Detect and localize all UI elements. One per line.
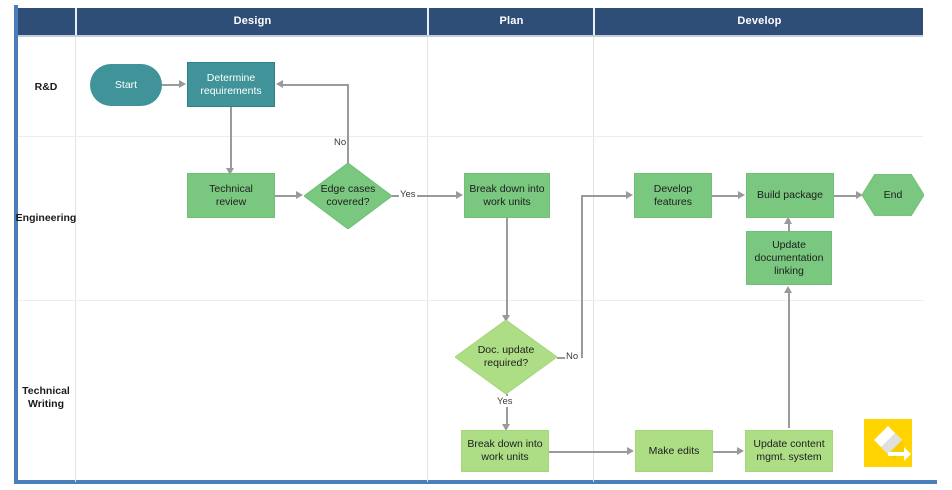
column-divider-3 (593, 37, 594, 482)
node-break-down-eng-line1: Break down into (469, 182, 545, 195)
node-update-doc-line1: Update (772, 238, 806, 251)
arrowhead-breakdown-to-docupdate (502, 315, 510, 322)
arrowhead-edgecases-yes (456, 191, 463, 199)
connector-docupdate-yes (506, 394, 508, 426)
connector-docupdate-no-horizontal-2 (581, 195, 628, 197)
node-end-label: End (883, 189, 903, 201)
column-divider-1 (75, 37, 76, 482)
node-doc-update-line2: required? (483, 357, 529, 369)
node-edge-cases-covered[interactable]: Edge cases covered? (304, 163, 392, 229)
edge-label-edgecases-yes: Yes (399, 189, 417, 200)
connector-start-to-determine (162, 84, 180, 86)
edge-label-docupdate-no: No (565, 351, 580, 362)
arrowhead-updatedoc-to-build (784, 217, 792, 224)
lane-label-technical-writing-line2: Writing (28, 398, 64, 410)
node-doc-update-required[interactable]: Doc. update required? (455, 320, 557, 394)
lane-divider-1 (18, 136, 923, 137)
node-make-edits[interactable]: Make edits (635, 430, 713, 472)
header-cell-develop: Develop (737, 15, 782, 27)
node-update-documentation-linking[interactable]: Update documentation linking (746, 231, 832, 285)
arrowhead-contentmgmt-to-updatedoc (784, 286, 792, 293)
node-build-package-label: Build package (757, 189, 823, 201)
arrowhead-makeedits-to-contentmgmt (737, 447, 744, 455)
connector-breakdowntw-to-makeedits (549, 451, 629, 453)
node-build-package[interactable]: Build package (746, 173, 834, 218)
node-start[interactable]: Start (90, 64, 162, 106)
arrowhead-docupdate-no (626, 191, 633, 199)
column-divider-2 (427, 37, 428, 482)
arrowhead-build-to-end (856, 191, 863, 199)
lucidchart-logo[interactable] (864, 419, 912, 467)
arrowhead-edgecases-no (276, 80, 283, 88)
arrowhead-determine-to-review (226, 168, 234, 175)
node-update-doc-line2: documentation (754, 251, 824, 264)
arrowhead-start-to-determine (179, 80, 186, 88)
connector-edgecases-yes (392, 195, 458, 197)
connector-build-to-end (834, 195, 858, 197)
lane-label-technical-writing-line1: Technical (22, 385, 70, 397)
node-break-down-tw-line1: Break down into (467, 438, 543, 450)
node-develop-features[interactable]: Develop features (634, 173, 712, 218)
hexagon-shape-end (862, 174, 924, 216)
lane-label-technical-writing: Technical Writing (11, 385, 81, 411)
header-cell-design: Design (233, 15, 272, 27)
node-make-edits-label: Make edits (648, 444, 700, 457)
node-technical-review[interactable]: Technical review (187, 173, 275, 218)
lucidchart-logo-icon (874, 426, 911, 461)
arrowhead-review-to-edgecases (296, 191, 303, 199)
node-edge-cases-label: Edge cases covered? (304, 163, 392, 229)
node-determine-requirements[interactable]: Determine requirements (187, 62, 275, 107)
connector-edgecases-no-vertical (347, 84, 349, 164)
node-update-content-mgmt-system[interactable]: Update content mgmt. system (745, 430, 833, 472)
header-underline (18, 35, 923, 37)
connector-updatedoc-to-build (788, 219, 790, 232)
node-break-down-work-units-engineering[interactable]: Break down into work units (464, 173, 550, 218)
node-update-doc-line3: linking (774, 264, 804, 277)
node-doc-update-line1: Doc. update (477, 344, 535, 356)
node-update-content-line2: mgmt. system (756, 451, 822, 463)
connector-contentmgmt-to-updatedoc (788, 291, 790, 428)
edge-label-docupdate-yes: Yes (496, 396, 514, 407)
node-determine-requirements-line1: Determine (206, 71, 256, 84)
connector-review-to-edgecases (275, 195, 297, 197)
arrowhead-breakdowntw-to-makeedits (627, 447, 634, 455)
node-edge-cases-line2: covered? (326, 196, 370, 208)
header-cell-plan: Plan (499, 15, 524, 27)
header-separator-2 (427, 8, 429, 35)
arrowhead-docupdate-yes (502, 424, 510, 431)
arrowhead-develop-to-build (738, 191, 745, 199)
connector-develop-to-build (712, 195, 740, 197)
connector-edgecases-no-horizontal (282, 84, 348, 86)
header-band (18, 8, 923, 35)
lane-label-rd: R&D (34, 81, 58, 93)
node-determine-requirements-line2: requirements (200, 84, 262, 97)
edge-label-edgecases-no: No (333, 137, 348, 148)
node-end[interactable]: End (862, 174, 924, 216)
diamond-shape-edge-cases (304, 163, 392, 229)
connector-makeedits-to-contentmgmt (713, 451, 739, 453)
node-break-down-work-units-technical-writing[interactable]: Break down into work units (461, 430, 549, 472)
node-technical-review-line2: review (215, 195, 247, 208)
connector-breakdown-to-docupdate (506, 218, 508, 316)
node-develop-features-line1: Develop (653, 182, 693, 195)
node-start-label: Start (114, 78, 138, 91)
header-separator-3 (593, 8, 595, 35)
lane-label-engineering: Engineering (15, 212, 77, 224)
node-technical-review-line1: Technical (209, 182, 253, 195)
node-break-down-eng-line2: work units (483, 195, 531, 208)
lane-divider-2 (18, 300, 923, 301)
node-doc-update-label: Doc. update required? (455, 320, 557, 394)
node-develop-features-line2: features (654, 195, 692, 208)
connector-docupdate-no-vertical (581, 195, 583, 358)
node-update-content-line1: Update content (753, 438, 825, 450)
header-separator-1 (75, 8, 77, 35)
connector-determine-to-review (230, 107, 232, 169)
node-break-down-tw-line2: work units (481, 451, 529, 463)
diamond-shape-doc-update (455, 320, 557, 394)
header-cell-corner (18, 8, 76, 35)
node-edge-cases-line1: Edge cases (320, 183, 376, 195)
